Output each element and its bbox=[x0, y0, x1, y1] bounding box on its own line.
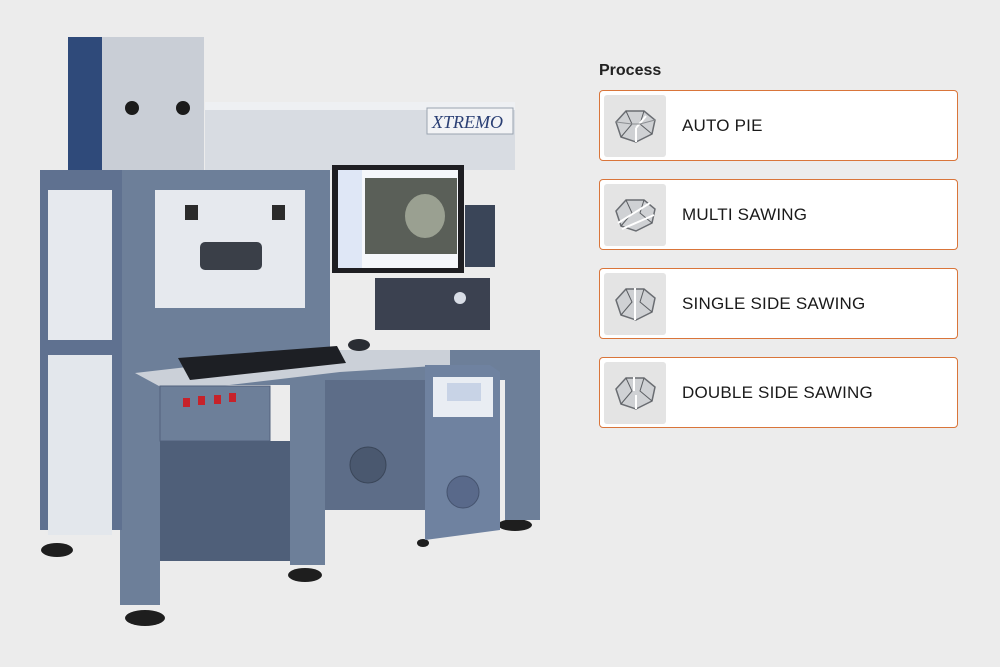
brand-plate-text: XTREMO bbox=[431, 112, 503, 132]
process-item-double-side-sawing[interactable]: DOUBLE SIDE SAWING bbox=[599, 357, 958, 428]
process-panel: Process AUTO PIE bbox=[599, 60, 959, 446]
diamond-multi-saw-icon bbox=[604, 183, 666, 246]
process-item-single-side-sawing[interactable]: SINGLE SIDE SAWING bbox=[599, 268, 958, 339]
process-list: AUTO PIE MULTI SAWING bbox=[599, 90, 959, 428]
process-item-auto-pie[interactable]: AUTO PIE bbox=[599, 90, 958, 161]
process-item-multi-sawing[interactable]: MULTI SAWING bbox=[599, 179, 958, 250]
process-heading: Process bbox=[599, 62, 662, 79]
diamond-single-side-saw-icon bbox=[604, 272, 666, 335]
process-item-label: MULTI SAWING bbox=[682, 204, 808, 224]
laser-sawing-machine-image: XTREMO bbox=[20, 20, 580, 660]
process-item-label: AUTO PIE bbox=[682, 115, 763, 135]
diamond-pie-cut-icon bbox=[604, 94, 666, 157]
process-item-label: DOUBLE SIDE SAWING bbox=[682, 382, 873, 402]
diamond-double-side-saw-icon bbox=[604, 361, 666, 424]
process-item-label: SINGLE SIDE SAWING bbox=[682, 293, 866, 313]
